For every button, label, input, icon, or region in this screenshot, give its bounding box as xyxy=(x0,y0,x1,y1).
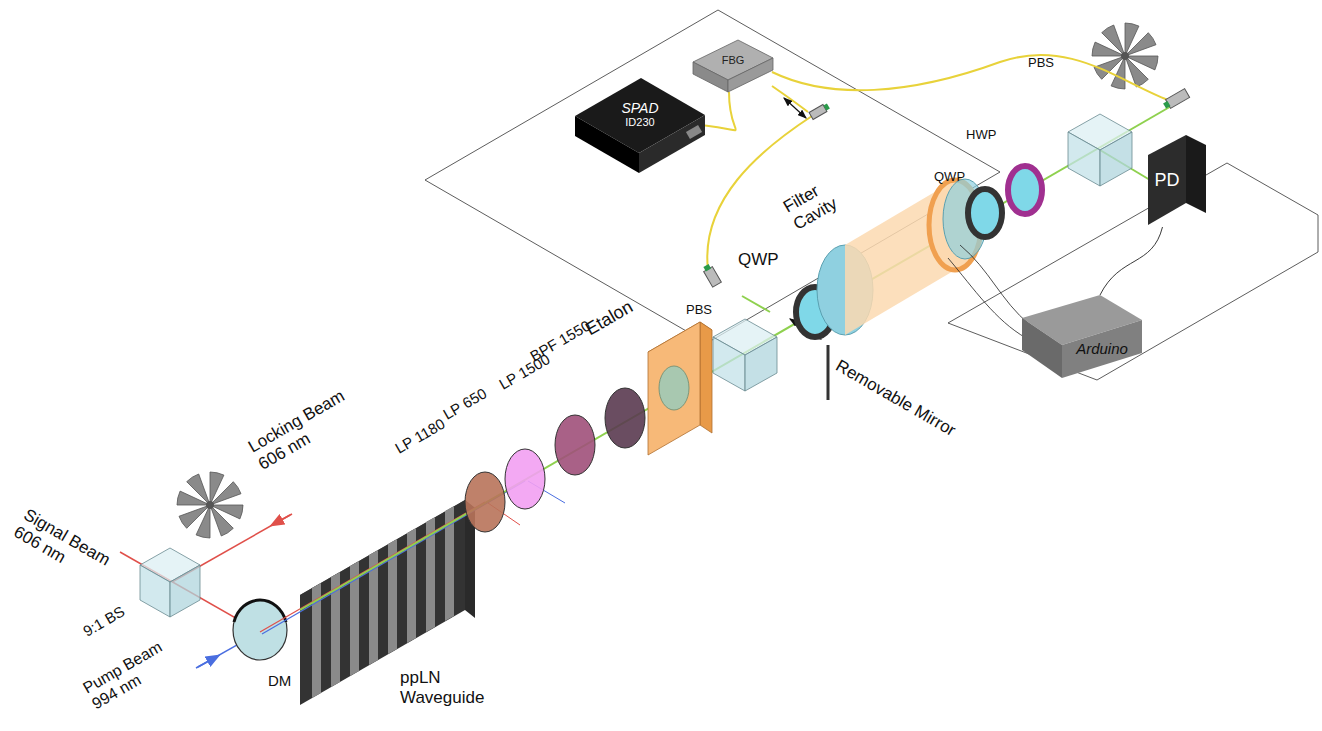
arduino-box-face xyxy=(1022,318,1062,378)
fiber-collimator-part-part xyxy=(703,264,711,271)
node-label: PD xyxy=(1154,170,1179,191)
etalon xyxy=(648,322,712,455)
filter-discs xyxy=(465,388,645,532)
photodiode-box-face xyxy=(1186,135,1206,213)
optical-fiber xyxy=(705,92,736,130)
polarizing-beam-splitter-part xyxy=(713,337,745,391)
filter-discs-part xyxy=(555,415,595,475)
filter-cavity xyxy=(817,179,1030,338)
polarizing-beam-splitter xyxy=(1068,114,1132,186)
dichroic-mirror-part xyxy=(233,600,287,660)
component-label: DM xyxy=(268,672,291,689)
polarizing-beam-splitter-part xyxy=(1068,132,1100,186)
node-text-group: SPADID230 xyxy=(621,100,658,129)
node-label: ID230 xyxy=(621,116,658,129)
component-label: PBS xyxy=(1028,56,1054,71)
beam-splitter-cube-part xyxy=(170,565,200,617)
filter-discs-part xyxy=(605,388,645,448)
optical-fibers-part xyxy=(772,86,808,112)
beam-chopper-part xyxy=(177,472,243,538)
main-beam-part xyxy=(300,101,1180,610)
ppln-waveguide xyxy=(300,500,475,705)
component-label: Pump Beam 994 nm xyxy=(80,627,194,714)
component-label: Removable Mirror xyxy=(832,356,959,440)
component-label: PBS xyxy=(686,303,712,318)
fiber-collimator xyxy=(702,89,1190,287)
dichroic-mirror-part xyxy=(234,600,286,622)
filter-discs-part xyxy=(465,472,505,532)
optical-fibers xyxy=(707,55,1168,270)
etalon-part xyxy=(700,322,712,433)
input-beams-part xyxy=(272,514,292,525)
fiber-collimator-part xyxy=(1162,89,1190,111)
fiber-collimator-part xyxy=(809,103,830,120)
fiber-collimator-part-part xyxy=(1163,101,1170,109)
component-label: LP 650 xyxy=(440,384,490,423)
node-label: SPAD xyxy=(621,100,658,116)
fiber-switch-arrow xyxy=(784,98,806,118)
component-label: Filter Cavity xyxy=(780,164,862,234)
arduino-box: Arduino xyxy=(1022,295,1142,380)
detector-box-face xyxy=(686,125,702,139)
main-beam xyxy=(260,101,1180,634)
input-beams-part xyxy=(196,656,218,668)
node-label: FBG xyxy=(722,54,745,67)
component-label: 9:1 BS xyxy=(80,602,128,639)
arduino-box-face xyxy=(1062,320,1142,378)
beam-splitter-cube-part xyxy=(140,565,170,617)
component-label: Etalon xyxy=(582,296,637,339)
component-label: LP 1180 xyxy=(392,415,448,457)
beam-chopper xyxy=(177,472,243,538)
optical-fibers-part xyxy=(772,55,1168,100)
signal-wire xyxy=(1100,227,1163,295)
fiber-collimator-part-part xyxy=(823,103,829,110)
component-label: ppLN Waveguide xyxy=(400,668,500,707)
photodiode-box: PD xyxy=(1148,135,1206,227)
component-label: QWP xyxy=(934,170,965,185)
waveplate-part xyxy=(968,189,1002,237)
half-waveplate xyxy=(1008,166,1042,214)
polarizing-beam-splitter-part xyxy=(1100,132,1132,186)
main-beam-part xyxy=(742,296,770,312)
etalon-part xyxy=(659,366,689,410)
breadboard-panels-part xyxy=(948,163,1318,380)
fiber-bragg-grating-box-face xyxy=(693,62,728,92)
arduino-box-shape xyxy=(1022,295,1142,380)
polarizing-beam-splitter xyxy=(713,319,777,391)
waveplate xyxy=(968,189,1002,237)
detector-box: SPADID230 xyxy=(575,78,705,173)
fiber-switch-arrow-part xyxy=(784,98,806,118)
fiber-bragg-grating-box-shape xyxy=(693,40,773,92)
filter-cavity-part xyxy=(948,258,1026,338)
breadboard-panels xyxy=(425,10,1318,380)
component-label: Signal Beam 606 nm xyxy=(10,505,129,596)
component-label: Locking Beam 606 nm xyxy=(245,378,373,474)
fiber-bragg-grating-box: FBG xyxy=(693,40,773,92)
beam-splitter-cube xyxy=(140,548,200,617)
node-text-group: Arduino xyxy=(1076,340,1128,357)
etalon-part xyxy=(648,322,700,455)
node-text-group: FBG xyxy=(722,54,745,67)
node-text-group: PD xyxy=(1154,170,1179,191)
photodiode-box-face xyxy=(1148,135,1186,225)
half-waveplate-part xyxy=(1008,166,1042,214)
dichroic-mirror xyxy=(233,600,287,660)
polarizing-beam-splitter-part xyxy=(745,337,777,391)
component-label: HWP xyxy=(966,128,996,143)
filter-discs-part xyxy=(505,449,545,509)
component-label: QWP xyxy=(738,250,779,270)
removable-mirror-part xyxy=(827,345,830,400)
node-label: Arduino xyxy=(1076,340,1128,357)
breadboard-panels-part xyxy=(425,10,1000,343)
fiber-collimator-part xyxy=(702,263,722,287)
